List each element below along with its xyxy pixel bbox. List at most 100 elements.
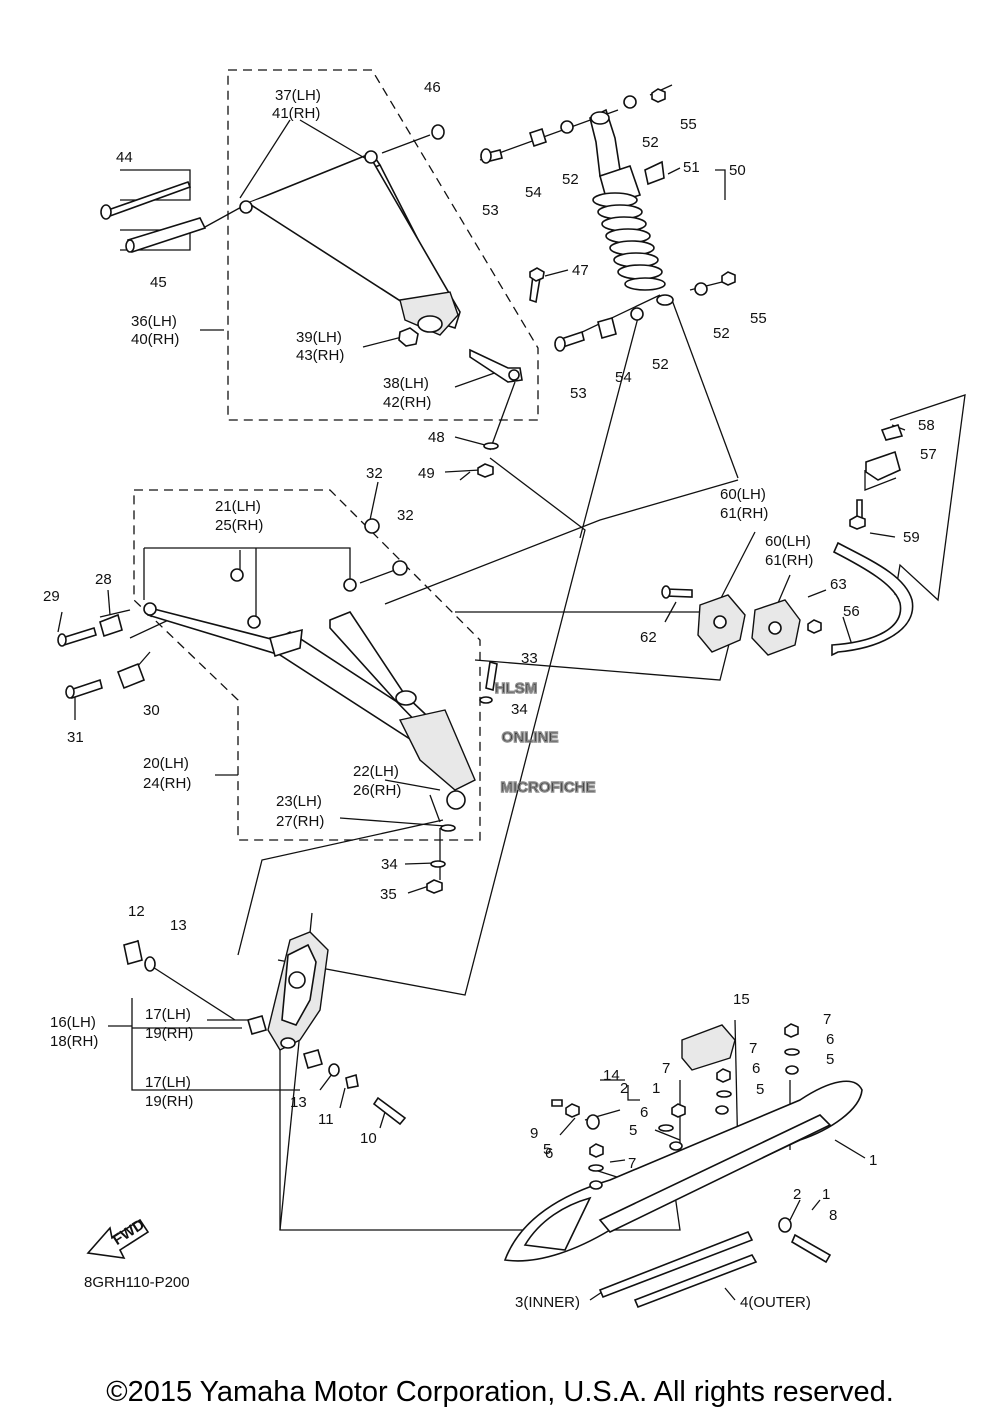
shock-hardware xyxy=(480,88,736,352)
watermark-line-3: MICROFICHE xyxy=(501,779,596,796)
callout-45: 45 xyxy=(150,274,167,291)
callout-34b: 34 xyxy=(381,856,398,873)
upper-arm-group-box xyxy=(227,69,539,421)
callout-4: 4(OUTER) xyxy=(740,1294,811,1311)
callout-16: 16(LH) xyxy=(50,1014,96,1031)
callout-34a: 34 xyxy=(511,701,528,718)
callout-63: 63 xyxy=(830,576,847,593)
callout-49: 49 xyxy=(418,465,435,482)
callout-6c: 6 xyxy=(640,1104,648,1121)
lower-arm-hardware xyxy=(57,518,498,894)
callout-6b: 6 xyxy=(752,1060,760,1077)
callout-5c: 5 xyxy=(629,1122,637,1139)
callout-29: 29 xyxy=(43,588,60,605)
callout-35: 35 xyxy=(380,886,397,903)
callout-43: 43(RH) xyxy=(296,347,344,364)
ski-1 xyxy=(503,1080,863,1262)
callout-8: 8 xyxy=(829,1207,837,1224)
callout-52d: 52 xyxy=(652,356,669,373)
lower-a-arm xyxy=(143,568,476,791)
shock-absorber-50 xyxy=(589,108,674,306)
callout-15: 15 xyxy=(733,991,750,1008)
callout-20: 20(LH) xyxy=(143,755,189,772)
callout-30: 30 xyxy=(143,702,160,719)
callout-11: 11 xyxy=(318,1111,334,1128)
callout-7a: 7 xyxy=(823,1011,831,1028)
collar-45 xyxy=(125,217,207,254)
callout-19b: 19(RH) xyxy=(145,1093,193,1110)
callout-21: 21(LH) xyxy=(215,498,261,515)
callout-47: 47 xyxy=(572,262,589,279)
callout-1b: 1 xyxy=(869,1152,877,1169)
callout-59: 59 xyxy=(903,529,920,546)
callout-53a: 53 xyxy=(482,202,499,219)
callout-60a: 60(LH) xyxy=(720,486,766,503)
callout-33: 33 xyxy=(521,650,538,667)
callout-2a: 2 xyxy=(620,1080,628,1097)
callout-41: 41(RH) xyxy=(272,105,320,122)
callout-9: 9 xyxy=(530,1125,538,1142)
watermark-line-2: ONLINE xyxy=(502,729,559,746)
callout-5a: 5 xyxy=(826,1051,834,1068)
watermark: HLSM ONLINE MICROFICHE xyxy=(494,679,596,796)
callout-37: 37(LH) xyxy=(275,87,321,104)
callout-19a: 19(RH) xyxy=(145,1025,193,1042)
callout-2b: 2 xyxy=(793,1186,801,1203)
callout-6a: 6 xyxy=(826,1031,834,1048)
bolt-47 xyxy=(529,267,545,304)
callout-55b: 55 xyxy=(750,310,767,327)
callout-52a: 52 xyxy=(642,134,659,151)
callout-38: 38(LH) xyxy=(383,375,429,392)
callout-13a: 13 xyxy=(170,917,187,934)
callout-36: 36(LH) xyxy=(131,313,177,330)
ski-hardware xyxy=(551,1023,832,1264)
spindle-hardware xyxy=(123,939,407,1126)
callout-62: 62 xyxy=(640,629,657,646)
bracket-57-58-59 xyxy=(849,424,904,530)
fwd-arrow-icon: FWD xyxy=(86,1216,150,1260)
callout-40: 40(RH) xyxy=(131,331,179,348)
callout-7d: 7 xyxy=(628,1155,636,1172)
callout-55a: 55 xyxy=(680,116,697,133)
callout-52c: 52 xyxy=(713,325,730,342)
bushing-holders-60-61 xyxy=(661,585,822,656)
callout-13b: 13 xyxy=(290,1094,307,1111)
callout-50: 50 xyxy=(729,162,746,179)
callout-42: 42(RH) xyxy=(383,394,431,411)
callout-26: 26(RH) xyxy=(353,782,401,799)
callout-52b: 52 xyxy=(562,171,579,188)
callout-61b: 61(RH) xyxy=(765,552,813,569)
callout-18: 18(RH) xyxy=(50,1033,98,1050)
callout-46: 46 xyxy=(424,79,441,96)
washer-48-nut-49 xyxy=(477,442,499,478)
callout-32b: 32 xyxy=(397,507,414,524)
callout-57: 57 xyxy=(920,446,937,463)
callout-54a: 54 xyxy=(525,184,542,201)
callout-58: 58 xyxy=(918,417,935,434)
diagram-code: 8GRH110-P200 xyxy=(84,1274,190,1291)
callout-1a: 1 xyxy=(652,1080,660,1097)
callout-28: 28 xyxy=(95,571,112,588)
washer-46 xyxy=(431,124,445,140)
callout-12: 12 xyxy=(128,903,145,920)
ski-bumper-15 xyxy=(681,1024,736,1071)
upper-a-arm xyxy=(239,150,523,383)
copyright-notice: ©2015 Yamaha Motor Corporation, U.S.A. A… xyxy=(106,1376,894,1408)
callout-32a: 32 xyxy=(366,465,383,482)
callout-61a: 61(RH) xyxy=(720,505,768,522)
callout-31: 31 xyxy=(67,729,84,746)
callout-14: 14 xyxy=(603,1067,620,1084)
callout-1c: 1 xyxy=(822,1186,830,1203)
watermark-line-1: HLSM xyxy=(495,680,538,697)
callout-7c: 7 xyxy=(662,1060,670,1077)
callout-44: 44 xyxy=(116,149,133,166)
callout-17b: 17(LH) xyxy=(145,1074,191,1091)
ski-spindle-16 xyxy=(267,931,329,1051)
callout-5d: 5 xyxy=(543,1141,551,1158)
callout-3: 3(INNER) xyxy=(515,1294,580,1311)
callout-22: 22(LH) xyxy=(353,763,399,780)
callout-17a: 17(LH) xyxy=(145,1006,191,1023)
callout-25: 25(RH) xyxy=(215,517,263,534)
stabilizer-bar-56 xyxy=(831,541,914,657)
